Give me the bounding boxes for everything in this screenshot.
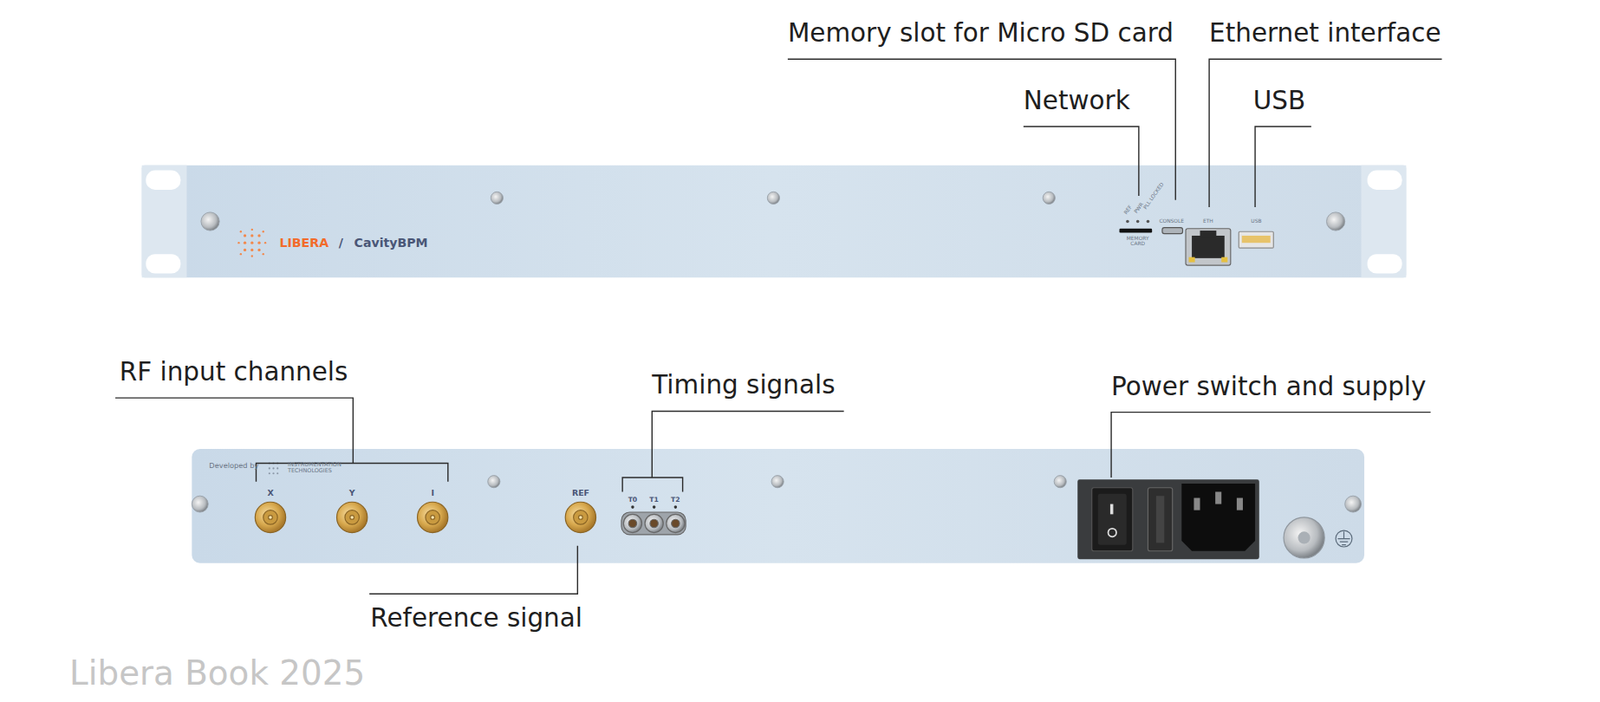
product-name: CavityBPM (354, 236, 429, 251)
connector-label: I (430, 489, 435, 499)
sd-slot (1118, 228, 1152, 234)
connector-label: REF (572, 489, 590, 499)
console-port (1162, 227, 1184, 235)
callout-label: Reference signal (370, 604, 583, 632)
brand-separator: / (338, 236, 344, 251)
callout-label: RF input channels (119, 357, 349, 386)
panel-marking: MEMORY CARD (1122, 234, 1153, 247)
port-label: ETH (1203, 218, 1214, 224)
callout-label: Ethernet interface (1209, 19, 1441, 47)
usb-port (1238, 231, 1274, 248)
sma-connector (254, 501, 596, 533)
callout-label: USB (1253, 86, 1306, 115)
connector-label: T2 (670, 496, 681, 504)
leader-line (115, 58, 1442, 594)
connector-label: T0 (628, 496, 638, 504)
panel-marking: Developed by (208, 462, 259, 471)
connector-label: T1 (649, 496, 659, 504)
manufacturer-name: INSTRUMENTATION TECHNOLOGIES (287, 461, 347, 474)
callout-label: Memory slot for Micro SD card (787, 19, 1174, 47)
logo-mark (237, 228, 267, 258)
ethernet-jack (1185, 228, 1231, 266)
power-module (1077, 479, 1260, 560)
connector-label: X (266, 489, 274, 499)
front-panel (142, 165, 1407, 279)
brand-name: LIBERA (279, 236, 329, 251)
bnc-connector (621, 505, 686, 535)
callout-label: Timing signals (651, 371, 835, 400)
callout-label: Network (1023, 86, 1131, 115)
callout-label: Power switch and supply (1111, 372, 1426, 401)
watermark: Libera Book 2025 (69, 655, 365, 693)
ground-stud (1283, 517, 1353, 559)
led (1125, 220, 1150, 224)
connector-label: Y (349, 489, 356, 499)
port-label: CONSOLE (1158, 218, 1184, 224)
rear-panel (191, 448, 1365, 564)
port-label: USB (1250, 218, 1262, 224)
